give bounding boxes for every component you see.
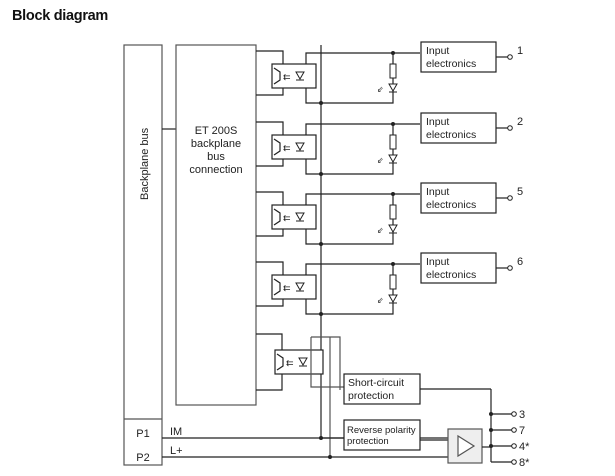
resistor-icon (389, 204, 397, 220)
terminal-icon (511, 411, 517, 417)
terminal-icon (511, 427, 517, 433)
diode-icon (295, 212, 305, 222)
output-terminal: 7 (489, 425, 525, 437)
terminal-icon (507, 265, 513, 271)
short-circuit-protection-block: Short-circuit protection (343, 373, 421, 405)
et200s-label: ET 200S backplane bus connection (189, 125, 242, 176)
junction-dot (391, 122, 395, 126)
junction-dot (328, 455, 332, 459)
led-icon (388, 294, 398, 304)
light-arrow-icon: ⇇ (283, 73, 291, 83)
im-label: IM (170, 426, 182, 438)
page-title: Block diagram (12, 8, 109, 24)
et200s-bus-connection-box (175, 44, 257, 406)
optocoupler (271, 274, 317, 300)
terminal-label: 5 (517, 186, 523, 198)
svg-text:connection: connection (189, 164, 242, 176)
junction-dot (319, 101, 323, 105)
svg-text:ET 200S: ET 200S (195, 125, 238, 137)
svg-text:electronics: electronics (426, 199, 476, 211)
terminal-icon (507, 54, 513, 60)
svg-text:electronics: electronics (426, 58, 476, 70)
svg-text:⇙: ⇙ (377, 226, 384, 235)
junction-dot (319, 172, 323, 176)
resistor-icon (389, 63, 397, 79)
optocoupler-5 (274, 349, 324, 375)
resistor-icon (389, 134, 397, 150)
svg-text:electronics: electronics (426, 129, 476, 141)
terminal-icon (511, 443, 517, 449)
svg-text:bus: bus (207, 151, 225, 163)
terminal-label: 8* (519, 457, 530, 469)
svg-text:⇙: ⇙ (377, 156, 384, 165)
terminal-icon (507, 195, 513, 201)
diode-icon (298, 357, 308, 367)
short-circuit-line-2: protection (348, 390, 394, 402)
diode-icon (295, 282, 305, 292)
led-icon (388, 83, 398, 93)
backplane-bus-label: Backplane bus (139, 127, 151, 200)
junction-dot (319, 312, 323, 316)
terminal-label: 7 (519, 425, 525, 437)
svg-text:backplane: backplane (191, 138, 241, 150)
junction-dot (391, 192, 395, 196)
terminal-label: 1 (517, 45, 523, 57)
short-circuit-line-1: Short-circuit (348, 377, 404, 389)
light-arrow-icon: ⇇ (283, 214, 291, 224)
junction-dot (319, 242, 323, 246)
light-arrow-icon: ⇇ (283, 284, 291, 294)
output-terminal: 8* (491, 457, 530, 469)
led-icon (388, 224, 398, 234)
diode-icon (295, 71, 305, 81)
light-arrow-icon: ⇇ (286, 359, 294, 369)
resistor-icon (389, 274, 397, 290)
p1-label: P1 (136, 428, 149, 440)
amplifier-triangle-icon (457, 434, 476, 458)
output-terminal: 3 (489, 409, 525, 421)
diode-icon (295, 142, 305, 152)
svg-text:electronics: electronics (426, 269, 476, 281)
svg-text:Input: Input (426, 256, 449, 268)
junction-dot (319, 436, 323, 440)
terminal-icon (511, 459, 517, 465)
svg-text:⇙: ⇙ (377, 296, 384, 305)
reverse-polarity-line-2: protection (347, 436, 389, 447)
led-icon (388, 154, 398, 164)
optocoupler (271, 63, 317, 89)
output-driver-block (447, 428, 483, 464)
p2-label: P2 (136, 452, 149, 464)
terminal-label: 4* (519, 441, 530, 453)
junction-dot (391, 262, 395, 266)
lplus-label: L+ (170, 445, 183, 457)
optocoupler (271, 134, 317, 160)
terminal-icon (507, 125, 513, 131)
reverse-polarity-line-1: Reverse polarity (347, 425, 416, 436)
terminal-label: 6 (517, 256, 523, 268)
backplane-bus-box (123, 44, 163, 466)
output-terminal: 4* (489, 441, 530, 453)
junction-dot (391, 51, 395, 55)
svg-text:Input: Input (426, 45, 449, 57)
optocoupler (271, 204, 317, 230)
svg-text:Input: Input (426, 186, 449, 198)
svg-text:⇙: ⇙ (377, 85, 384, 94)
terminal-label: 2 (517, 116, 523, 128)
light-arrow-icon: ⇇ (283, 144, 291, 154)
terminal-label: 3 (519, 409, 525, 421)
reverse-polarity-protection-block: Reverse polarity protection (343, 419, 421, 451)
diagnostic-optocoupler-group (256, 333, 345, 391)
svg-text:Input: Input (426, 116, 449, 128)
